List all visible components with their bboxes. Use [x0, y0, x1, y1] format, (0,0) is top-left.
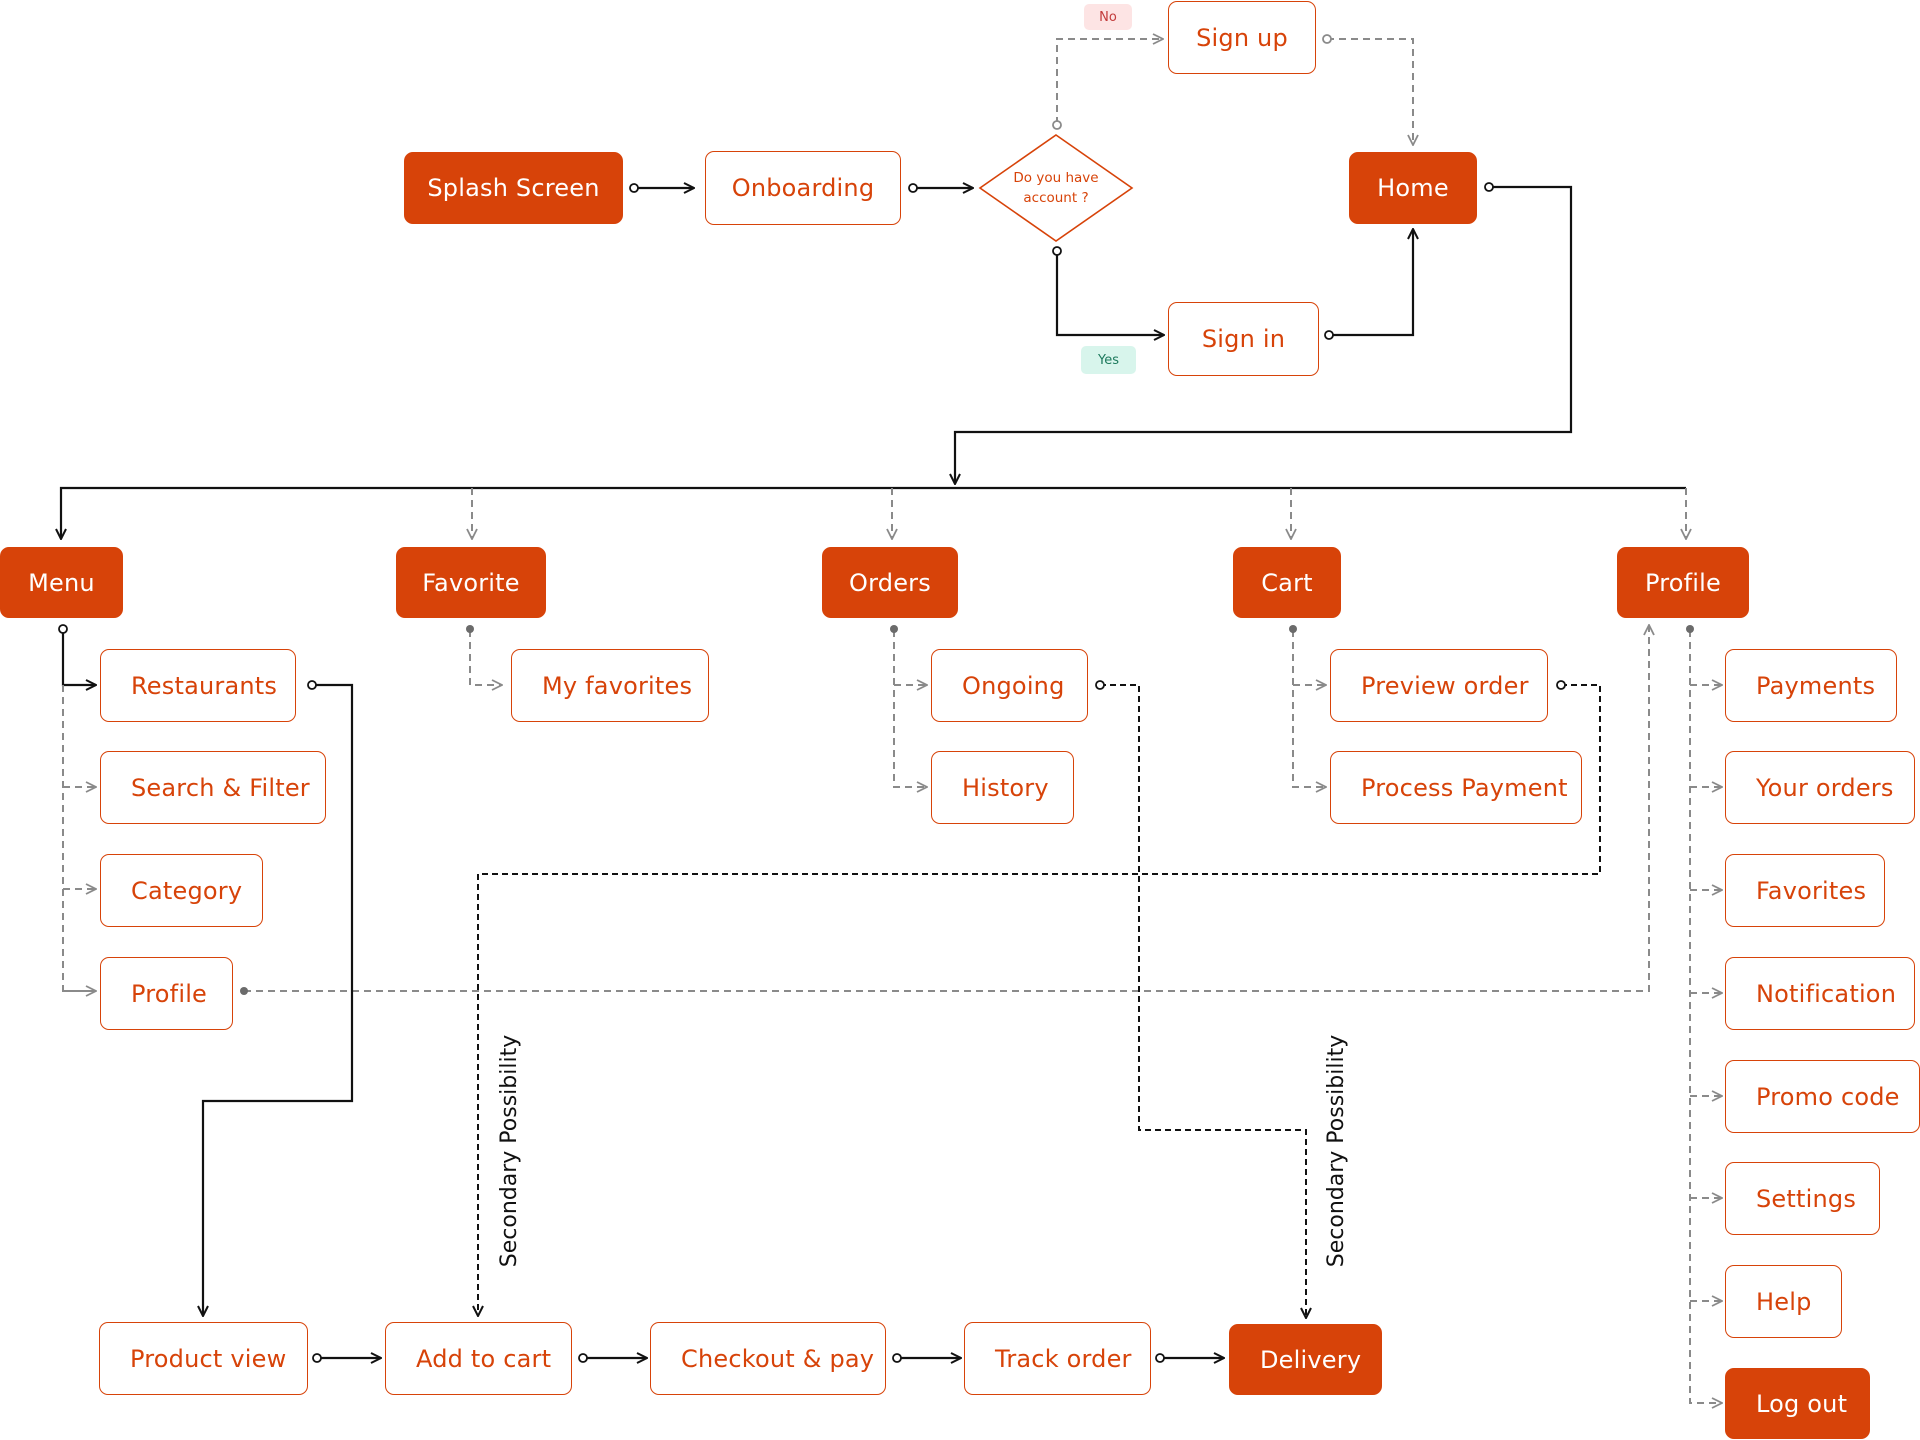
top-flow-dashed	[472, 39, 1686, 539]
profile-node: Profile	[1617, 547, 1749, 618]
my-favorites-node: My favorites	[511, 649, 709, 722]
restaurants-to-product-line	[203, 683, 354, 1316]
preview-order-node: Preview order	[1330, 649, 1548, 722]
yes-badge: Yes	[1081, 346, 1136, 374]
delivery-node: Delivery	[1229, 1324, 1382, 1395]
orders-node: Orders	[822, 547, 958, 618]
decision-diamond	[978, 134, 1134, 242]
promo-code-node: Promo code	[1725, 1060, 1920, 1133]
your-orders-node: Your orders	[1725, 751, 1915, 824]
secondary-possibility-label: Secondary Possibility	[1324, 1034, 1349, 1268]
payments-node: Payments	[1725, 649, 1897, 722]
help-node: Help	[1725, 1265, 1842, 1338]
product-view-node: Product view	[99, 1322, 308, 1395]
home-node: Home	[1349, 152, 1477, 224]
track-order-node: Track order	[964, 1322, 1151, 1395]
add-to-cart-node: Add to cart	[385, 1322, 572, 1395]
no-badge: No	[1084, 4, 1132, 30]
sign-in-node: Sign in	[1168, 302, 1319, 376]
sign-up-node: Sign up	[1168, 1, 1316, 74]
cart-node: Cart	[1233, 547, 1341, 618]
onboarding-node: Onboarding	[705, 151, 901, 225]
history-node: History	[931, 751, 1074, 824]
notification-node: Notification	[1725, 957, 1915, 1030]
decision-label: Do you have account ?	[1013, 170, 1099, 206]
settings-node: Settings	[1725, 1162, 1880, 1235]
top-flow-lines	[61, 187, 1686, 539]
restaurants-node: Restaurants	[100, 649, 296, 722]
checkout-pay-node: Checkout & pay	[650, 1322, 886, 1395]
category-node: Category	[100, 854, 263, 927]
favorite-node: Favorite	[396, 547, 546, 618]
secondary-lines	[478, 684, 1601, 1318]
favorites-node: Favorites	[1725, 854, 1885, 927]
search-filter-node: Search & Filter	[100, 751, 326, 824]
menu-profile-node: Profile	[100, 957, 233, 1030]
log-out-node: Log out	[1725, 1368, 1870, 1439]
splash-screen-node: Splash Screen	[404, 152, 623, 224]
secondary-possibility-label: Secondary Possibility	[497, 1034, 522, 1268]
top-flow-ports	[629, 182, 1494, 340]
menu-node: Menu	[0, 547, 123, 618]
profile-link-line	[244, 625, 1649, 992]
ongoing-node: Ongoing	[931, 649, 1088, 722]
menu-branch-lines	[61, 630, 96, 991]
process-payment-node: Process Payment	[1330, 751, 1582, 824]
